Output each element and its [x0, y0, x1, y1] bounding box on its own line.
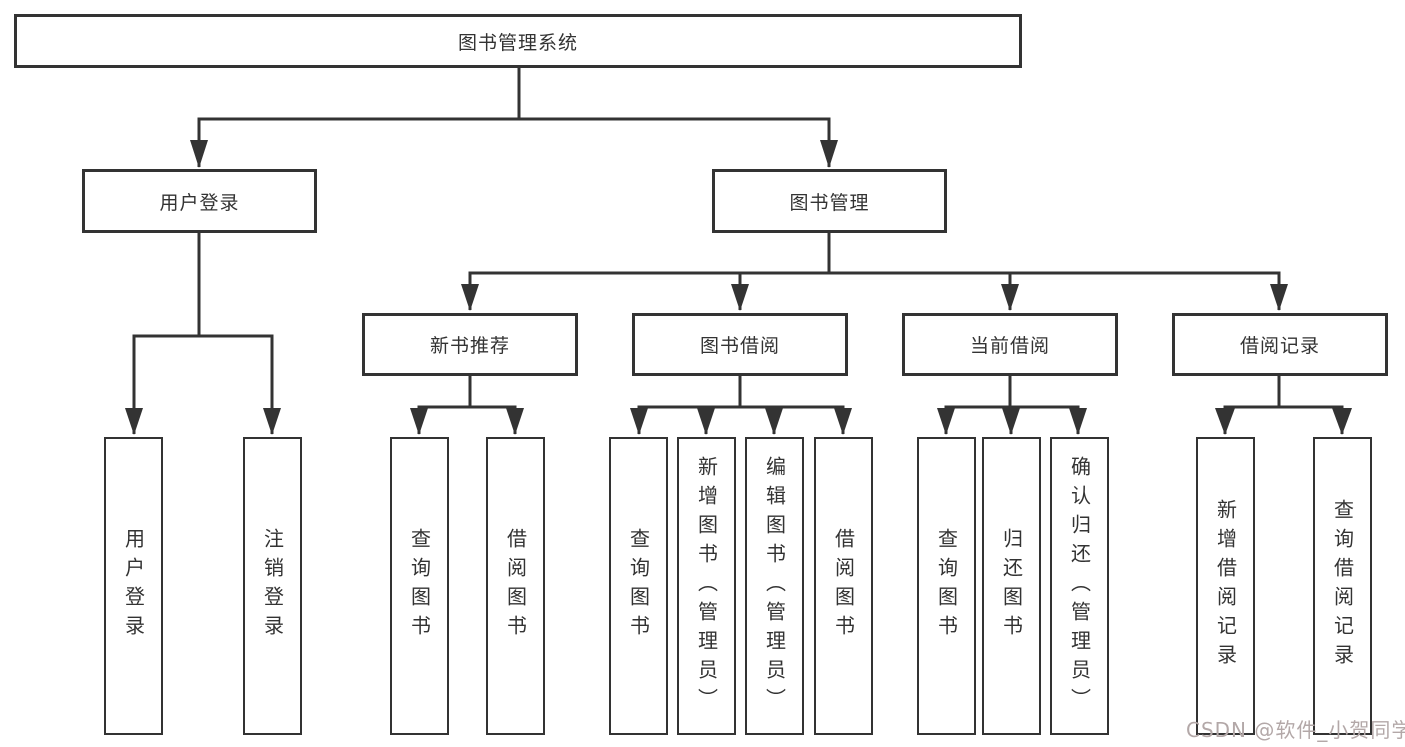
node-label: 当前借阅: [969, 335, 1050, 357]
leaf-edit-book-admin: 编辑图书（管理员）: [745, 437, 804, 735]
leaf-label: 确认归还（管理员）: [1067, 455, 1092, 717]
edges-current-borrowing-to-leaves: [937, 376, 1087, 435]
leaf-label: 借阅图书: [503, 528, 528, 644]
node-library-management-system: 图书管理系统: [14, 14, 1022, 68]
edges-new-book-to-leaves: [410, 376, 524, 435]
node-label: 借阅记录: [1239, 335, 1320, 357]
node-book-management: 图书管理: [712, 169, 947, 233]
leaf-label: 编辑图书（管理员）: [762, 455, 787, 717]
leaf-label: 新增图书（管理员）: [694, 455, 719, 717]
leaf-label: 查询借阅记录: [1330, 499, 1355, 673]
leaf-label: 查询图书: [407, 528, 432, 644]
node-user-login: 用户登录: [82, 169, 317, 233]
leaf-label: 注销登录: [260, 528, 285, 644]
edges-root-to-level2: [190, 68, 838, 168]
leaf-confirm-return-admin: 确认归还（管理员）: [1050, 437, 1109, 735]
leaf-label: 用户登录: [121, 528, 146, 644]
leaf-return-book: 归还图书: [982, 437, 1041, 735]
leaf-logout: 注销登录: [243, 437, 302, 735]
edges-user-login-to-leaves: [125, 233, 281, 435]
leaf-query-books-current: 查询图书: [917, 437, 976, 735]
leaf-query-borrow-record: 查询借阅记录: [1313, 437, 1372, 735]
leaf-label: 查询图书: [934, 528, 959, 644]
node-label: 用户登录: [159, 191, 240, 214]
leaf-add-borrow-record: 新增借阅记录: [1196, 437, 1255, 735]
node-label: 图书管理: [789, 191, 870, 214]
leaf-borrow-books-recommend: 借阅图书: [486, 437, 545, 735]
edges-borrow-records-to-leaves: [1215, 376, 1352, 435]
node-label: 图书管理系统: [457, 31, 578, 54]
node-label: 新书推荐: [429, 335, 510, 357]
leaf-borrow-books-borrow: 借阅图书: [814, 437, 873, 735]
edges-book-borrowing-to-leaves: [630, 376, 852, 435]
node-current-borrowing: 当前借阅: [902, 313, 1118, 376]
node-label: 图书借阅: [699, 335, 780, 357]
leaf-label: 查询图书: [626, 528, 651, 644]
edges-book-management-to-level3: [461, 233, 1288, 311]
leaf-label: 新增借阅记录: [1213, 499, 1238, 673]
csdn-watermark: CSDN @软件_小贺同学: [1186, 718, 1405, 742]
leaf-query-books-recommend: 查询图书: [390, 437, 449, 735]
leaf-user-login: 用户登录: [104, 437, 163, 735]
leaf-add-book-admin: 新增图书（管理员）: [677, 437, 736, 735]
leaf-label: 借阅图书: [831, 528, 856, 644]
node-new-book-recommend: 新书推荐: [362, 313, 578, 376]
node-borrow-records: 借阅记录: [1172, 313, 1388, 376]
leaf-label: 归还图书: [999, 528, 1024, 644]
leaf-query-books-borrow: 查询图书: [609, 437, 668, 735]
node-book-borrowing: 图书借阅: [632, 313, 848, 376]
